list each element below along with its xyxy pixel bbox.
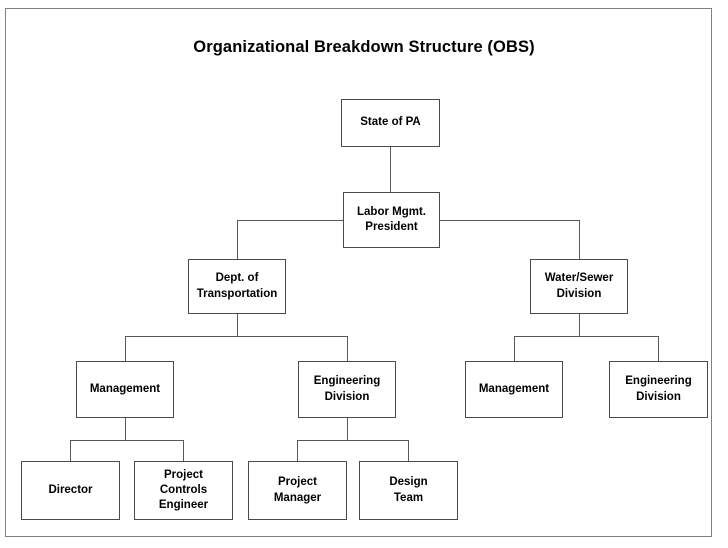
connector-engineering-to-design-team bbox=[408, 440, 410, 461]
connector-dot-bus bbox=[125, 336, 348, 338]
connector-management-to-controls-engineer bbox=[183, 440, 185, 461]
connector-ws-stem bbox=[579, 314, 581, 336]
node-project-manager[interactable]: Project Manager bbox=[248, 461, 347, 520]
connector-ws-to-engineering bbox=[658, 336, 660, 361]
connector-management-to-director bbox=[70, 440, 72, 461]
node-dot-engineering-division[interactable]: Engineering Division bbox=[298, 361, 396, 418]
node-labor-mgmt-president[interactable]: Labor Mgmt. President bbox=[343, 192, 440, 248]
page-title: Organizational Breakdown Structure (OBS) bbox=[193, 38, 535, 56]
node-label-ws-engineering-division: Engineering Division bbox=[625, 375, 692, 403]
connector-management-bus bbox=[70, 440, 183, 442]
connector-president-right-drop bbox=[579, 220, 581, 259]
node-dot-management[interactable]: Management bbox=[76, 361, 174, 418]
connector-engineering-stem bbox=[347, 418, 349, 440]
node-ws-management[interactable]: Management bbox=[465, 361, 563, 418]
connector-management-stem bbox=[125, 418, 127, 440]
node-state-of-pa[interactable]: State of PA bbox=[341, 99, 440, 147]
connector-dot-to-engineering bbox=[347, 336, 349, 361]
connector-ws-bus bbox=[514, 336, 659, 338]
node-label-director: Director bbox=[48, 483, 93, 496]
node-label-ws-management: Management bbox=[478, 382, 550, 395]
connector-president-right-bus bbox=[440, 220, 580, 222]
node-label-design-team: Design Team bbox=[389, 476, 428, 504]
node-label-project-controls-engineer: Project Controls Engineer bbox=[158, 468, 209, 512]
node-design-team[interactable]: Design Team bbox=[359, 461, 458, 520]
node-label-labor-mgmt-president: Labor Mgmt. President bbox=[357, 205, 426, 233]
connector-engineering-bus bbox=[297, 440, 409, 442]
node-label-dot-engineering-division: Engineering Division bbox=[313, 375, 381, 403]
connector-engineering-to-project-manager bbox=[297, 440, 299, 461]
node-label-water-sewer-division: Water/Sewer Division bbox=[544, 272, 614, 300]
connector-dot-stem bbox=[237, 314, 239, 336]
connector-dot-to-management bbox=[125, 336, 127, 361]
node-project-controls-engineer[interactable]: Project Controls Engineer bbox=[134, 461, 233, 520]
node-director[interactable]: Director bbox=[21, 461, 120, 520]
node-label-dot-management: Management bbox=[89, 382, 161, 395]
connector-state-to-president bbox=[390, 147, 392, 192]
connector-president-left-bus bbox=[237, 220, 343, 222]
node-label-dept-of-transportation: Dept. of Transportation bbox=[196, 272, 278, 300]
connector-ws-to-management bbox=[514, 336, 516, 361]
connector-president-left-drop bbox=[237, 220, 239, 259]
node-ws-engineering-division[interactable]: Engineering Division bbox=[609, 361, 708, 418]
node-dept-of-transportation[interactable]: Dept. of Transportation bbox=[188, 259, 286, 314]
node-label-state-of-pa: State of PA bbox=[360, 116, 421, 129]
node-label-project-manager: Project Manager bbox=[273, 476, 322, 504]
node-water-sewer-division[interactable]: Water/Sewer Division bbox=[530, 259, 628, 314]
